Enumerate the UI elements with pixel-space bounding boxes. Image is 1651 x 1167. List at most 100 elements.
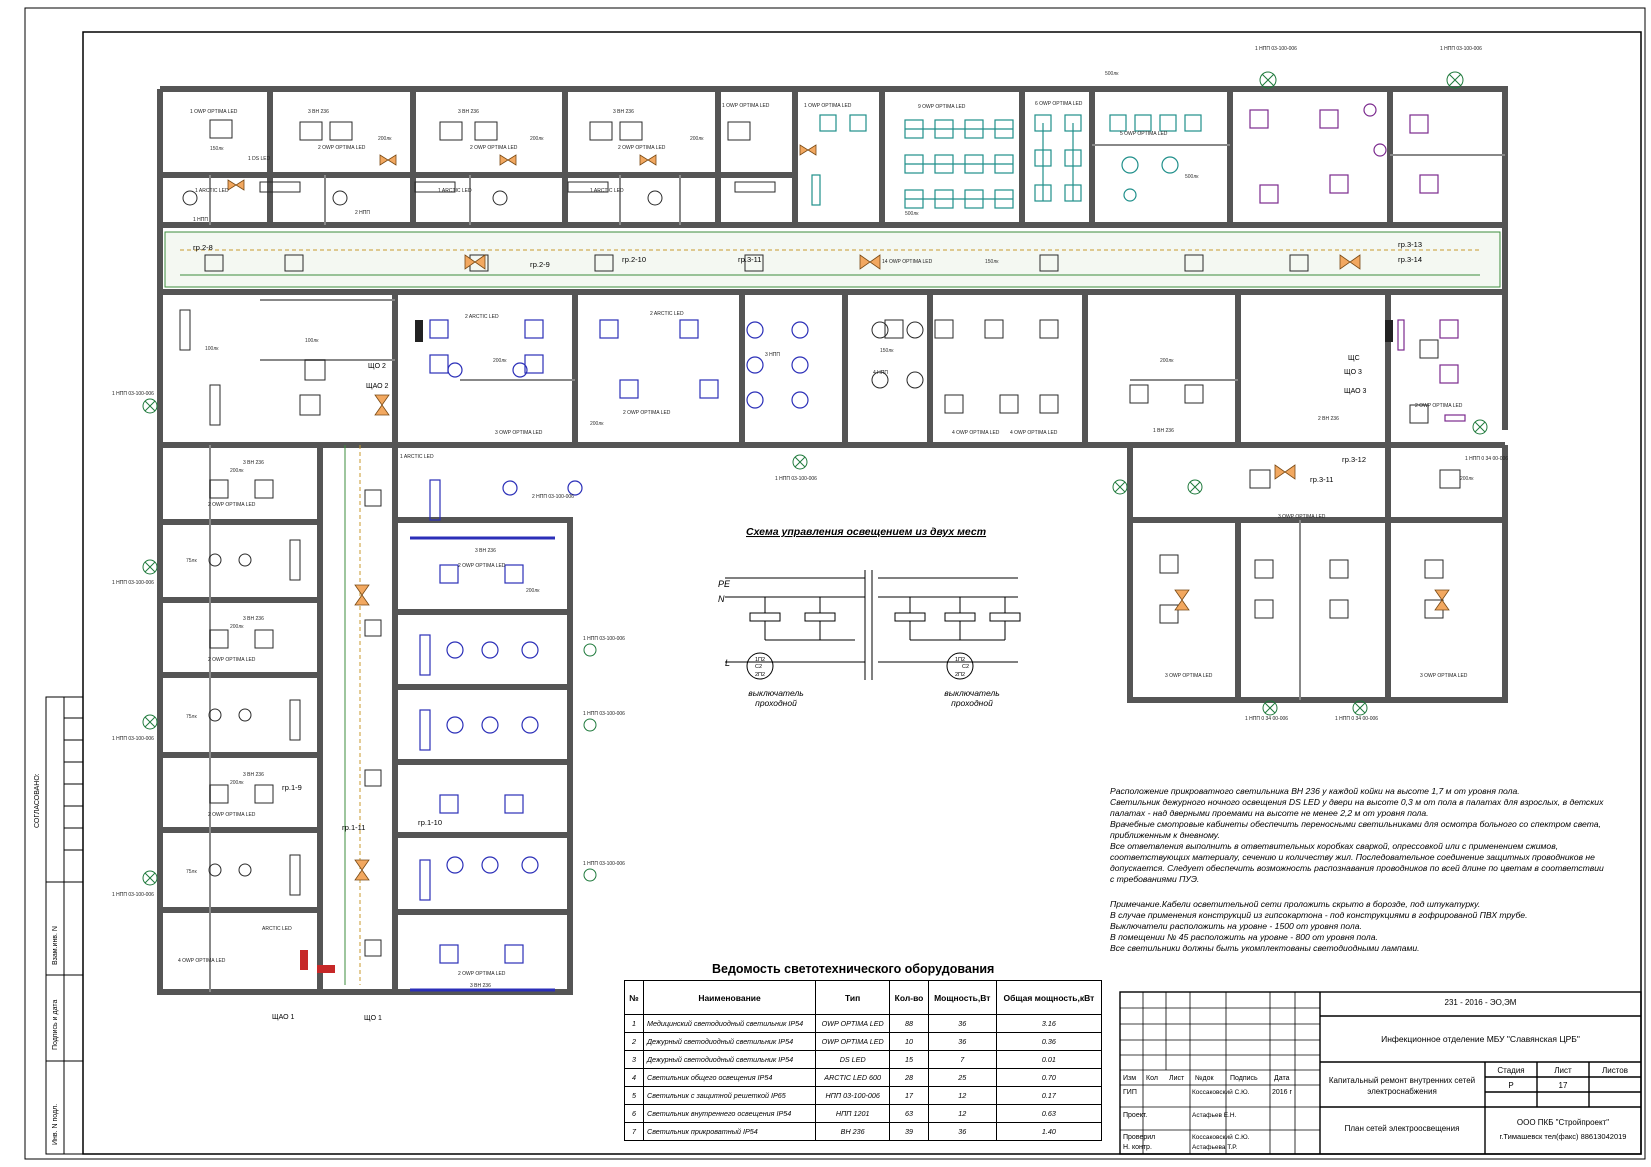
svg-text:150лк: 150лк	[880, 348, 894, 354]
drawing-title: План сетей электроосвещения	[1344, 1124, 1460, 1133]
svg-text:3 ВН 236: 3 ВН 236	[308, 109, 329, 115]
svg-text:3 ВН 236: 3 ВН 236	[243, 616, 264, 622]
group-label: гр.3-14	[1398, 255, 1422, 264]
blue-luminaire-group	[410, 319, 809, 992]
svg-text:150лк: 150лк	[210, 146, 224, 152]
svg-text:2 НПП: 2 НПП	[355, 210, 370, 216]
col-header: Общая мощность,кВт	[995, 980, 1103, 1015]
title-block-grid	[1120, 992, 1320, 1154]
svg-text:75лк: 75лк	[186, 558, 197, 564]
equipment-spec-table: № Наименование Тип Кол-во Мощность,Вт Об…	[624, 980, 1103, 1141]
stamp-col-ndoc: №док	[1195, 1075, 1214, 1082]
sw1-label-c: 2П2	[755, 672, 765, 678]
svg-text:2 OWP OPTIMA LED: 2 OWP OPTIMA LED	[1415, 403, 1463, 409]
luminaires-generic	[179, 119, 1461, 957]
general-notes: Расположение прикроватного светильника В…	[1110, 786, 1610, 954]
side-replace-inv: Взам.инв. N	[52, 926, 59, 965]
sheets-header: Листов	[1602, 1066, 1628, 1075]
svg-text:2 НПП 03-100-006: 2 НПП 03-100-006	[532, 494, 574, 500]
svg-text:2 OWP OPTIMA LED: 2 OWP OPTIMA LED	[318, 145, 366, 151]
svg-text:2 OWP OPTIMA LED: 2 OWP OPTIMA LED	[458, 563, 506, 569]
outer-frame	[24, 7, 1646, 1160]
svg-text:200лк: 200лк	[378, 136, 392, 142]
spec-table-title: Ведомость светотехнического оборудования	[712, 962, 995, 976]
svg-text:1 НПП 03-100-006: 1 НПП 03-100-006	[583, 711, 625, 717]
sw1-label-a: 1П2	[755, 657, 765, 663]
note-text: Все ответвления выполнить в ответвительн…	[1110, 841, 1604, 884]
name-project: Астафьев Е.Н.	[1192, 1112, 1237, 1119]
svg-text:3 ВН 236: 3 ВН 236	[470, 983, 491, 989]
svg-text:1 НПП 03-100-006: 1 НПП 03-100-006	[112, 892, 154, 898]
svg-text:200лк: 200лк	[526, 588, 540, 594]
inner-frame	[82, 31, 1642, 1155]
panel-label: ЩС	[1348, 355, 1360, 362]
stamp-col-sign: Подпись	[1230, 1075, 1258, 1082]
doc-code: 231 - 2016 - ЭО,ЭМ	[1444, 998, 1517, 1007]
col-header: Наименование	[643, 980, 816, 1015]
svg-text:4 НПП: 4 НПП	[873, 370, 888, 376]
svg-text:4 OWP OPTIMA LED: 4 OWP OPTIMA LED	[178, 958, 226, 964]
side-inv-orig: Инв. N подл.	[52, 1103, 59, 1145]
svg-text:3 ВН 236: 3 ВН 236	[243, 772, 264, 778]
panel-label: ЩАО 3	[1344, 388, 1366, 395]
col-header: №	[624, 980, 644, 1015]
role-project: Проект.	[1123, 1112, 1148, 1119]
group-label: гр.3-12	[1342, 455, 1366, 464]
svg-text:1 НПП 03-100-006: 1 НПП 03-100-006	[583, 636, 625, 642]
partitions	[209, 144, 1505, 992]
svg-text:2 OWP OPTIMA LED: 2 OWP OPTIMA LED	[208, 502, 256, 508]
svg-text:1 ВН 236: 1 ВН 236	[1153, 428, 1174, 434]
scheme-l-label: L	[725, 658, 730, 668]
svg-text:1 НПП 03-100-006: 1 НПП 03-100-006	[1440, 46, 1482, 52]
svg-text:2 OWP OPTIMA LED: 2 OWP OPTIMA LED	[470, 145, 518, 151]
svg-text:200лк: 200лк	[1460, 476, 1474, 482]
svg-text:1 OWP OPTIMA LED: 1 OWP OPTIMA LED	[722, 103, 770, 109]
group-labels: гр.2-8 гр.2-9 гр.2-10 гр.3-11 гр.3-13 гр…	[193, 240, 1422, 832]
role-norm: Н. контр.	[1123, 1144, 1152, 1151]
svg-text:1 ARCTIC LED: 1 ARCTIC LED	[400, 454, 434, 460]
svg-text:3 ВН 236: 3 ВН 236	[458, 109, 479, 115]
svg-text:3 OWP OPTIMA LED: 3 OWP OPTIMA LED	[1278, 514, 1326, 520]
teal-luminaire-group	[811, 114, 1202, 209]
svg-text:3 НПП: 3 НПП	[765, 352, 780, 358]
svg-text:1 ARCTIC LED: 1 ARCTIC LED	[438, 188, 472, 194]
note-text: Выключатели расположить на уровне - 1500…	[1110, 921, 1362, 931]
svg-text:100лк: 100лк	[305, 338, 319, 344]
svg-text:150лк: 150лк	[985, 259, 999, 265]
stage-header: Стадия	[1497, 1066, 1525, 1075]
svg-text:2 ARCTIC LED: 2 ARCTIC LED	[650, 311, 684, 317]
svg-text:1 НПП 0 34 00-006: 1 НПП 0 34 00-006	[1465, 456, 1508, 462]
group-label: гр.3-13	[1398, 240, 1422, 249]
svg-text:1 НПП 03-100-006: 1 НПП 03-100-006	[112, 391, 154, 397]
svg-text:4 OWP OPTIMA LED: 4 OWP OPTIMA LED	[1010, 430, 1058, 436]
panel-label: ЩО 3	[1344, 369, 1362, 376]
role-checked: Проверил	[1123, 1134, 1156, 1141]
svg-text:9 OWP OPTIMA LED: 9 OWP OPTIMA LED	[918, 104, 966, 110]
sw2-label-b: С2	[962, 664, 969, 670]
group-label: гр.1-10	[418, 818, 442, 827]
scheme-title: Схема управления освещением из двух мест	[746, 526, 986, 538]
col-header: Кол-во	[889, 980, 929, 1015]
svg-text:200лк: 200лк	[590, 421, 604, 427]
two-way-scheme-lines	[725, 570, 1021, 680]
note-text: Врачебные смотровые кабинеты обеспечить …	[1110, 819, 1601, 840]
svg-text:200лк: 200лк	[1160, 358, 1174, 364]
group-label: гр.1-11	[342, 823, 365, 832]
svg-text:1 НПП: 1 НПП	[193, 217, 208, 223]
panel-label: ЩАО 1	[272, 1014, 294, 1021]
svg-text:3 OWP OPTIMA LED: 3 OWP OPTIMA LED	[1420, 673, 1468, 679]
sw2-label-a: 1П2	[955, 657, 965, 663]
svg-text:3 ВН 236: 3 ВН 236	[243, 460, 264, 466]
svg-text:200лк: 200лк	[230, 468, 244, 474]
group-label: гр.1-9	[282, 783, 302, 792]
org-name: ООО ПКБ "Стройпроект"	[1516, 1118, 1610, 1127]
corridor-wiring-zone	[164, 231, 1501, 288]
svg-text:1 НПП 0 34 00-006: 1 НПП 0 34 00-006	[1335, 716, 1378, 722]
